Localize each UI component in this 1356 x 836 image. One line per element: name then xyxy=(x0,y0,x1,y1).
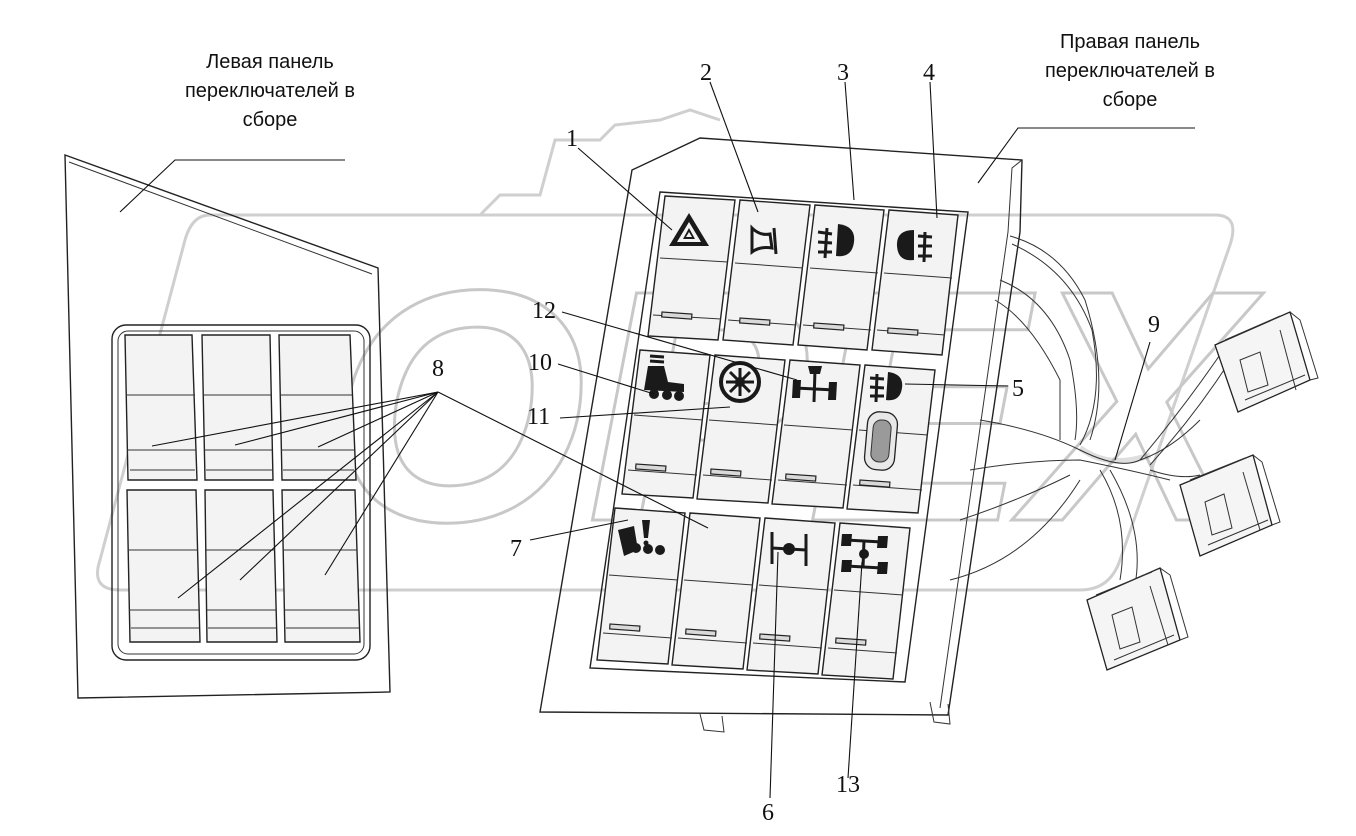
callout-5: 5 xyxy=(1012,376,1024,402)
callout-13: 13 xyxy=(836,772,860,798)
hazard-warning-icon xyxy=(669,213,709,246)
callout-10: 10 xyxy=(528,350,552,376)
callout-4: 4 xyxy=(923,60,935,86)
connector-bottom xyxy=(1086,567,1189,671)
switch-1-hazard xyxy=(647,195,736,341)
callout-8: 8 xyxy=(432,356,444,382)
switch-13-cross-axle xyxy=(821,522,911,680)
cross-axle-lock-icon xyxy=(841,534,888,574)
switch-5-work-light xyxy=(846,364,936,514)
callout-1: 1 xyxy=(566,126,578,152)
switch-12-axle-lock xyxy=(771,359,861,509)
switch-7-trailer-brake xyxy=(596,507,686,665)
left-button-r1c2 xyxy=(201,334,274,481)
front-fog-light-icon xyxy=(817,224,855,259)
differential-lock-icon xyxy=(719,361,761,403)
callout-11: 11 xyxy=(527,404,550,430)
horn-icon xyxy=(750,224,778,255)
callout-3: 3 xyxy=(837,60,849,86)
right-panel-caption-line3: сборе xyxy=(1102,89,1158,111)
callout-9: 9 xyxy=(1148,312,1160,338)
right-panel-caption: Правая панель переключателей в сборе xyxy=(1010,28,1250,115)
left-panel-caption-line3: сборе xyxy=(242,109,298,131)
left-switch-panel xyxy=(64,153,391,699)
switch-blank xyxy=(671,512,761,670)
connector-top xyxy=(1214,311,1319,413)
left-panel-caption: Левая панель переключателей в сборе xyxy=(150,48,390,135)
interaxle-lock-icon xyxy=(770,532,808,566)
switch-4-rear-fog xyxy=(871,209,959,356)
callout-2: 2 xyxy=(700,60,712,86)
right-switch-panel xyxy=(539,137,1023,733)
switch-2-horn xyxy=(722,199,811,346)
switch-3-front-fog xyxy=(797,204,885,351)
left-button-r2c2 xyxy=(204,489,278,643)
left-panel-caption-line1: Левая панель xyxy=(206,51,334,73)
callout-7: 7 xyxy=(510,536,522,562)
right-panel-caption-line2: переключателей в xyxy=(1044,60,1216,82)
left-button-r2c3 xyxy=(281,489,361,643)
trailer-brake-warning-icon xyxy=(618,520,665,556)
connector-middle xyxy=(1179,454,1281,557)
trailer-tipper-icon xyxy=(644,354,684,401)
leader-lines xyxy=(119,81,1195,799)
switch-6-interaxle xyxy=(746,517,836,675)
callout-12: 12 xyxy=(532,298,556,324)
left-button-r1c1 xyxy=(124,334,198,481)
left-panel-caption-line2: переключателей в xyxy=(184,80,356,102)
callout-6: 6 xyxy=(762,800,774,826)
axle-lock-icon xyxy=(792,366,837,403)
callout-numbers: 1 2 3 4 5 6 7 8 9 10 11 12 13 xyxy=(432,60,1160,826)
work-light-icon xyxy=(869,372,903,403)
left-button-r2c1 xyxy=(126,489,201,643)
switch-10-tipper xyxy=(621,349,711,499)
left-button-r1c3 xyxy=(278,334,357,481)
rear-fog-light-icon xyxy=(896,230,933,263)
right-panel-caption-line1: Правая панель xyxy=(1059,31,1201,53)
wiring-harness xyxy=(949,235,1241,586)
switch-11-differential xyxy=(696,354,786,504)
